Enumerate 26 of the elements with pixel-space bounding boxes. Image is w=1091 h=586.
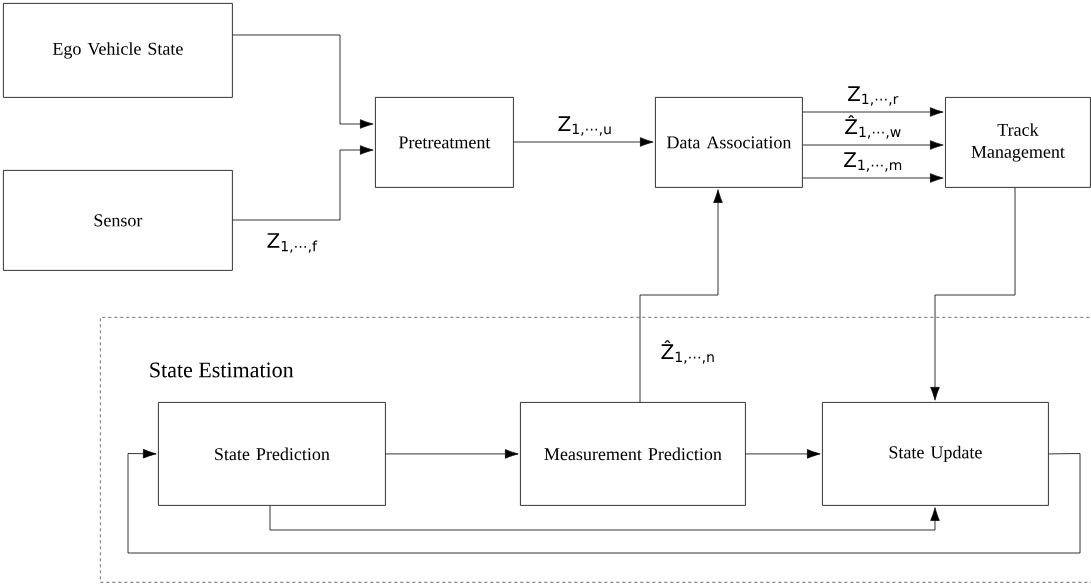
edge-label: Z$_{1,⋯,r}$: [846, 85, 900, 107]
arrow: [127, 448, 1081, 554]
process-box: Pretreatment: [375, 97, 514, 188]
process-box: Ego Vehicle State: [3, 3, 233, 98]
edge-label: Ẑ$_{1,⋯,w}$: [843, 114, 903, 140]
process-box: Sensor: [3, 170, 233, 271]
process-box: State Prediction: [158, 402, 386, 506]
arrow: [232, 145, 374, 221]
arrow: [930, 187, 1016, 401]
edge-label: Ẑ$_{1,⋯,n}$: [659, 339, 717, 365]
arrow: [802, 173, 944, 183]
process-box: Track Management: [945, 97, 1091, 188]
edge-label: Z$_{1,⋯,m}$: [842, 151, 904, 173]
process-box: Measurement Prediction: [520, 402, 746, 506]
arrow: [745, 449, 821, 459]
edge-label: Z$_{1,⋯,f}$: [265, 232, 319, 254]
arrow: [232, 34, 374, 129]
arrow: [385, 449, 519, 459]
edge-label: Z$_{1,⋯,u}$: [556, 115, 614, 137]
arrow: [513, 137, 654, 147]
arrow: [269, 505, 940, 531]
process-box: State Update: [822, 402, 1049, 506]
arrow: [802, 140, 944, 150]
arrow: [639, 189, 723, 403]
arrow: [802, 107, 944, 117]
process-box: Data Association: [655, 97, 803, 188]
